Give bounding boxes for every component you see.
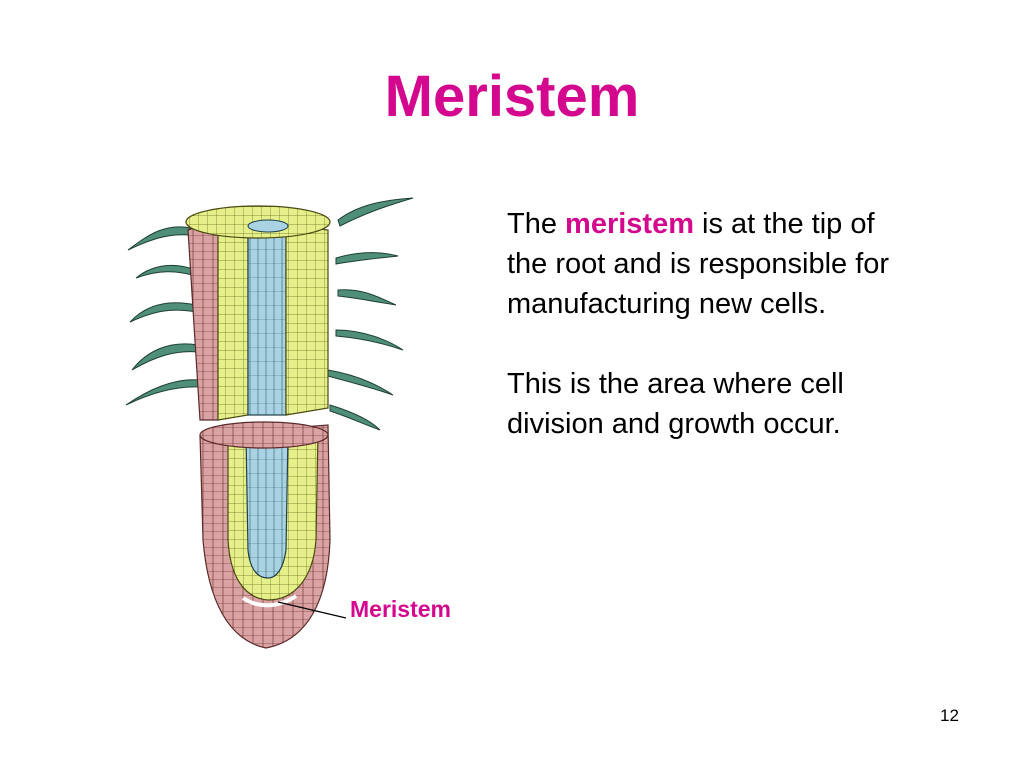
root-tip-diagram xyxy=(125,197,414,649)
description-paragraph-2: This is the area where cell division and… xyxy=(507,368,844,440)
meristem-pointer-line xyxy=(277,601,347,619)
slide-title: Meristem xyxy=(384,64,640,129)
para1-prefix: The xyxy=(507,208,566,240)
para1-suffix: is at the tip of the root and is respons… xyxy=(507,208,890,320)
description-text: The meristem is at the tip of the root a… xyxy=(507,204,907,484)
meristem-callout-label: Meristem xyxy=(350,596,451,622)
meristem-highlight: meristem xyxy=(565,208,694,240)
root-hairs xyxy=(125,197,414,431)
description-paragraph-1: The meristem is at the tip of the root a… xyxy=(507,204,907,324)
page-number: 12 xyxy=(940,706,959,725)
lower-root-section xyxy=(199,421,331,649)
upper-root-section xyxy=(185,205,331,421)
